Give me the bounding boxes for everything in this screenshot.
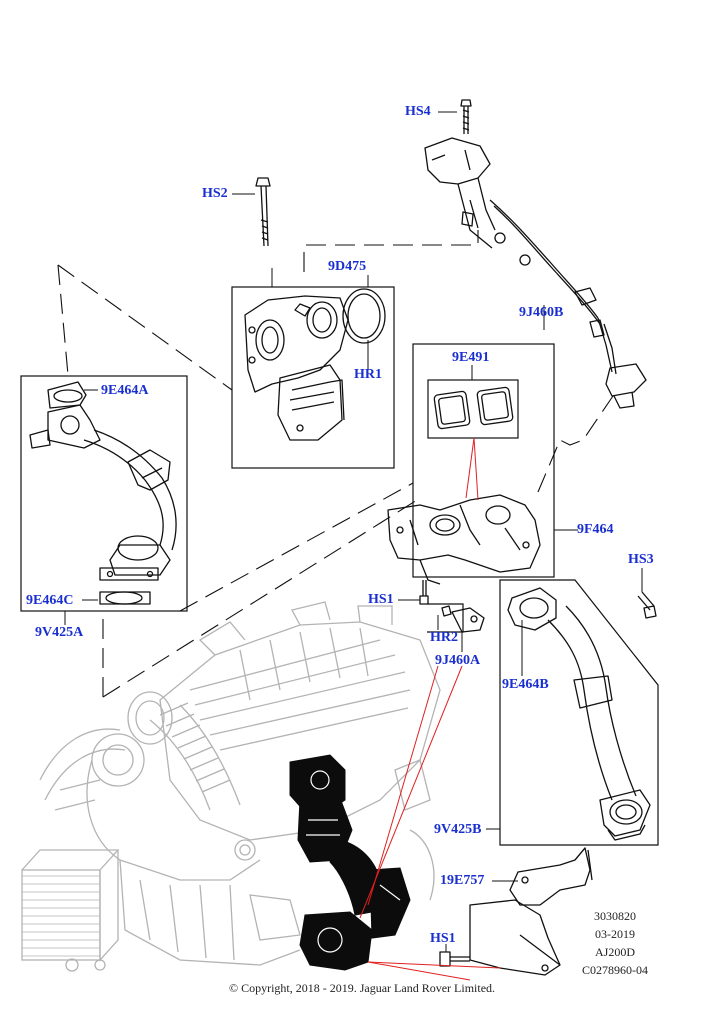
egr-valve-9d475 xyxy=(244,295,349,441)
callout-9v425b: 9V425B xyxy=(434,822,482,837)
reference-model: AJ200D xyxy=(594,945,635,959)
egr-pipe-9v425b xyxy=(507,587,651,841)
sensor-harness-9j460b xyxy=(424,137,647,409)
part-drawings xyxy=(29,99,657,976)
gaskets-9e491 xyxy=(433,386,514,430)
bolt-hs2 xyxy=(255,177,271,247)
callout-hr2: HR2 xyxy=(430,630,458,645)
callout-9e464b: 9E464B xyxy=(502,677,549,692)
callout-9e464a: 9E464A xyxy=(101,383,149,398)
assembly-lines xyxy=(57,230,614,698)
engine-assembly xyxy=(21,601,441,972)
egr-pipe-9v425a xyxy=(29,381,177,605)
callout-hs4: HS4 xyxy=(405,104,431,119)
bolt-hs1-upper xyxy=(419,580,429,605)
reference-block: 3030820 03-2019 AJ200D C0278960-04 xyxy=(572,907,658,979)
temperature-sensor-9j460a xyxy=(441,605,485,633)
callout-9j460a: 9J460A xyxy=(435,653,481,668)
copyright-notice: © Copyright, 2018 - 2019. Jaguar Land Ro… xyxy=(228,981,496,995)
highlight-leaders xyxy=(359,437,501,981)
bolt-hs1-lower xyxy=(439,951,470,967)
callout-9e464c: 9E464C xyxy=(26,593,74,608)
reference-number: 3030820 xyxy=(594,909,636,923)
callout-9f464: 9F464 xyxy=(577,522,614,537)
reference-date: 03-2019 xyxy=(595,927,635,941)
callout-hs1-lower: HS1 xyxy=(430,931,456,946)
callout-9d475: 9D475 xyxy=(328,259,367,274)
callout-19e757: 19E757 xyxy=(440,873,485,888)
callout-9v425a: 9V425A xyxy=(35,625,84,640)
egr-assembly-highlight xyxy=(289,754,411,971)
egr-cooler-9f464 xyxy=(387,494,541,585)
callout-hs1-upper: HS1 xyxy=(368,592,394,607)
detail-boxes xyxy=(20,286,659,846)
callout-9j460b: 9J460B xyxy=(519,305,564,320)
gasket-ring-hr1 xyxy=(342,288,386,344)
callout-9e491: 9E491 xyxy=(452,350,490,365)
reference-code: C0278960-04 xyxy=(582,963,648,977)
leader-lines xyxy=(64,111,643,952)
bolt-hs4 xyxy=(460,99,472,134)
callout-hr1: HR1 xyxy=(354,367,382,382)
callout-hs2: HS2 xyxy=(202,186,228,201)
bolt-hs3 xyxy=(637,591,657,619)
heat-shield-19e757 xyxy=(469,847,593,976)
callout-hs3: HS3 xyxy=(628,552,654,567)
